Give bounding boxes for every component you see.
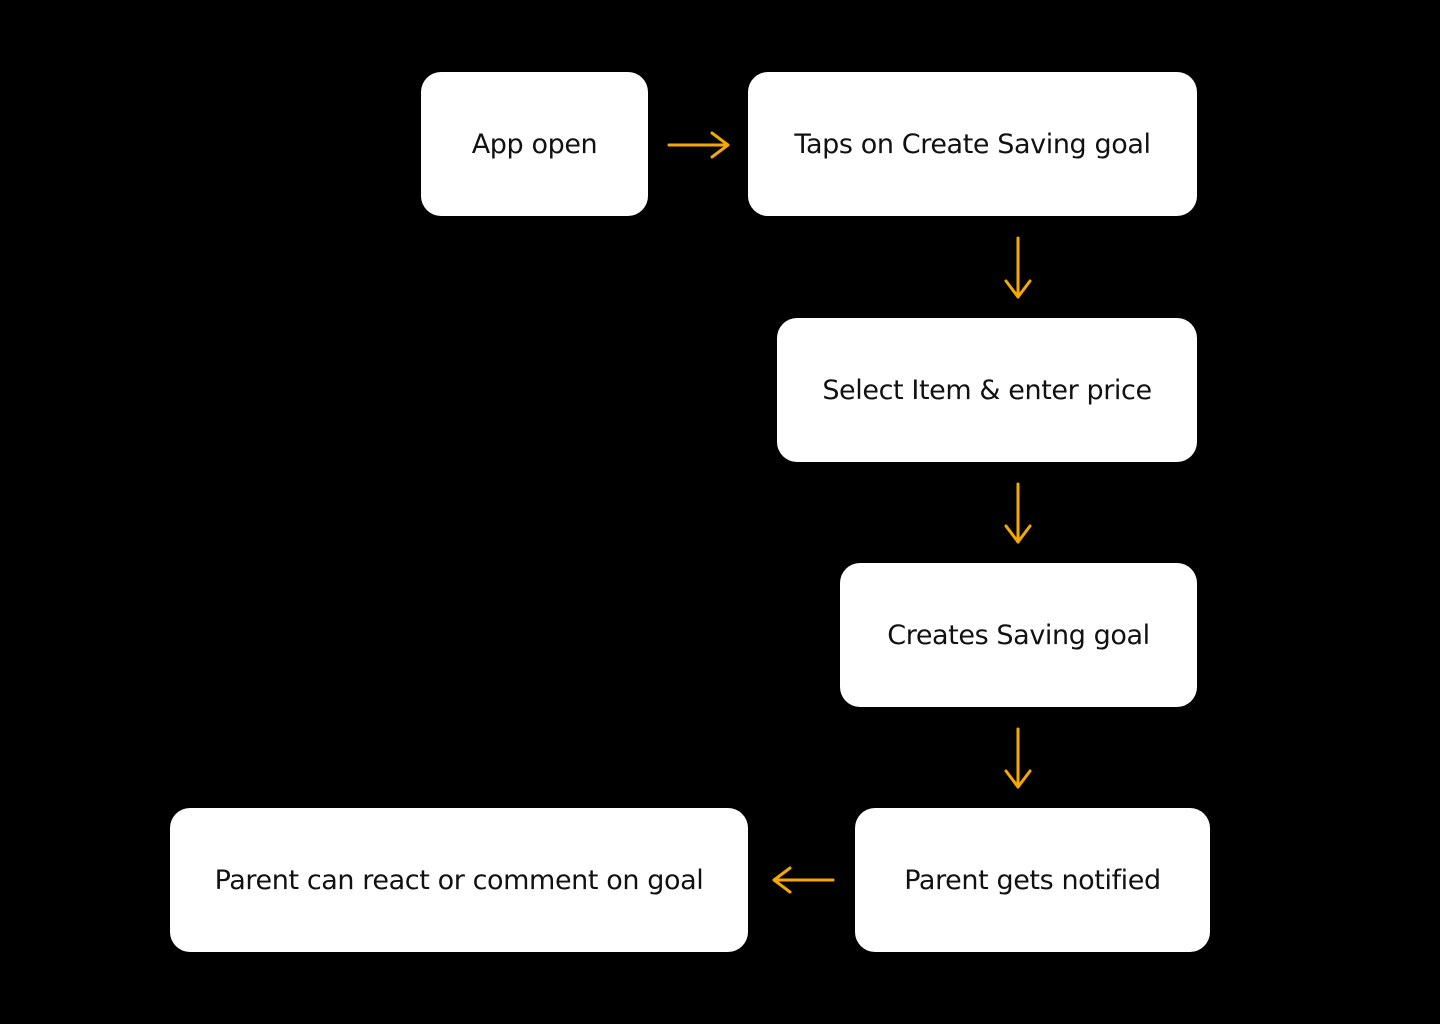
arrow-down-icon [1004, 482, 1032, 544]
flow-node-parent-can-react: Parent can react or comment on goal [170, 808, 748, 952]
arrow-right-icon [667, 131, 730, 159]
flow-node-label: Taps on Create Saving goal [794, 128, 1151, 160]
flow-node-label: Parent gets notified [904, 864, 1161, 896]
flow-node-select-item-enter-price: Select Item & enter price [777, 318, 1197, 462]
flow-node-label: Creates Saving goal [887, 619, 1150, 651]
arrow-left-icon [772, 866, 835, 894]
flow-node-parent-gets-notified: Parent gets notified [855, 808, 1210, 952]
flow-node-creates-saving-goal: Creates Saving goal [840, 563, 1197, 707]
flow-node-label: App open [471, 128, 598, 160]
flow-node-taps-create-saving-goal: Taps on Create Saving goal [748, 72, 1197, 216]
flow-node-app-open: App open [421, 72, 648, 216]
arrow-down-icon [1004, 727, 1032, 789]
flow-node-label: Select Item & enter price [822, 374, 1152, 406]
arrow-down-icon [1004, 236, 1032, 299]
flow-node-label: Parent can react or comment on goal [214, 864, 704, 896]
